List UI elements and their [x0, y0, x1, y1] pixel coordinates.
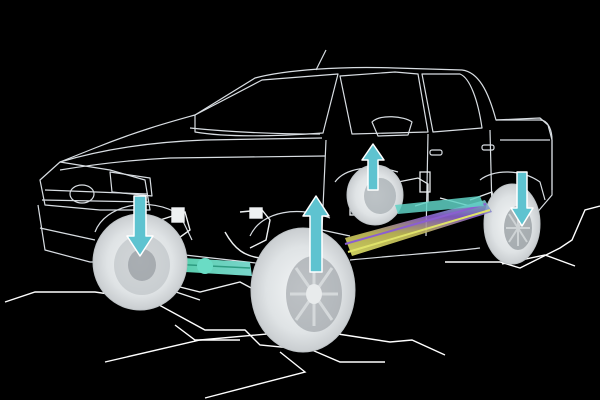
terrain-lines	[4, 205, 600, 399]
front-right-wheel	[250, 227, 356, 353]
rear-left-wheel-arrow	[361, 143, 385, 191]
front-left-wheel-arrow	[126, 195, 154, 257]
rear-driveshaft	[344, 196, 492, 256]
rear-right-wheel-arrow	[510, 171, 534, 227]
rear-right-wheel	[483, 183, 541, 265]
front-right-wheel-arrow	[302, 195, 330, 273]
front-left-wheel	[92, 213, 188, 311]
